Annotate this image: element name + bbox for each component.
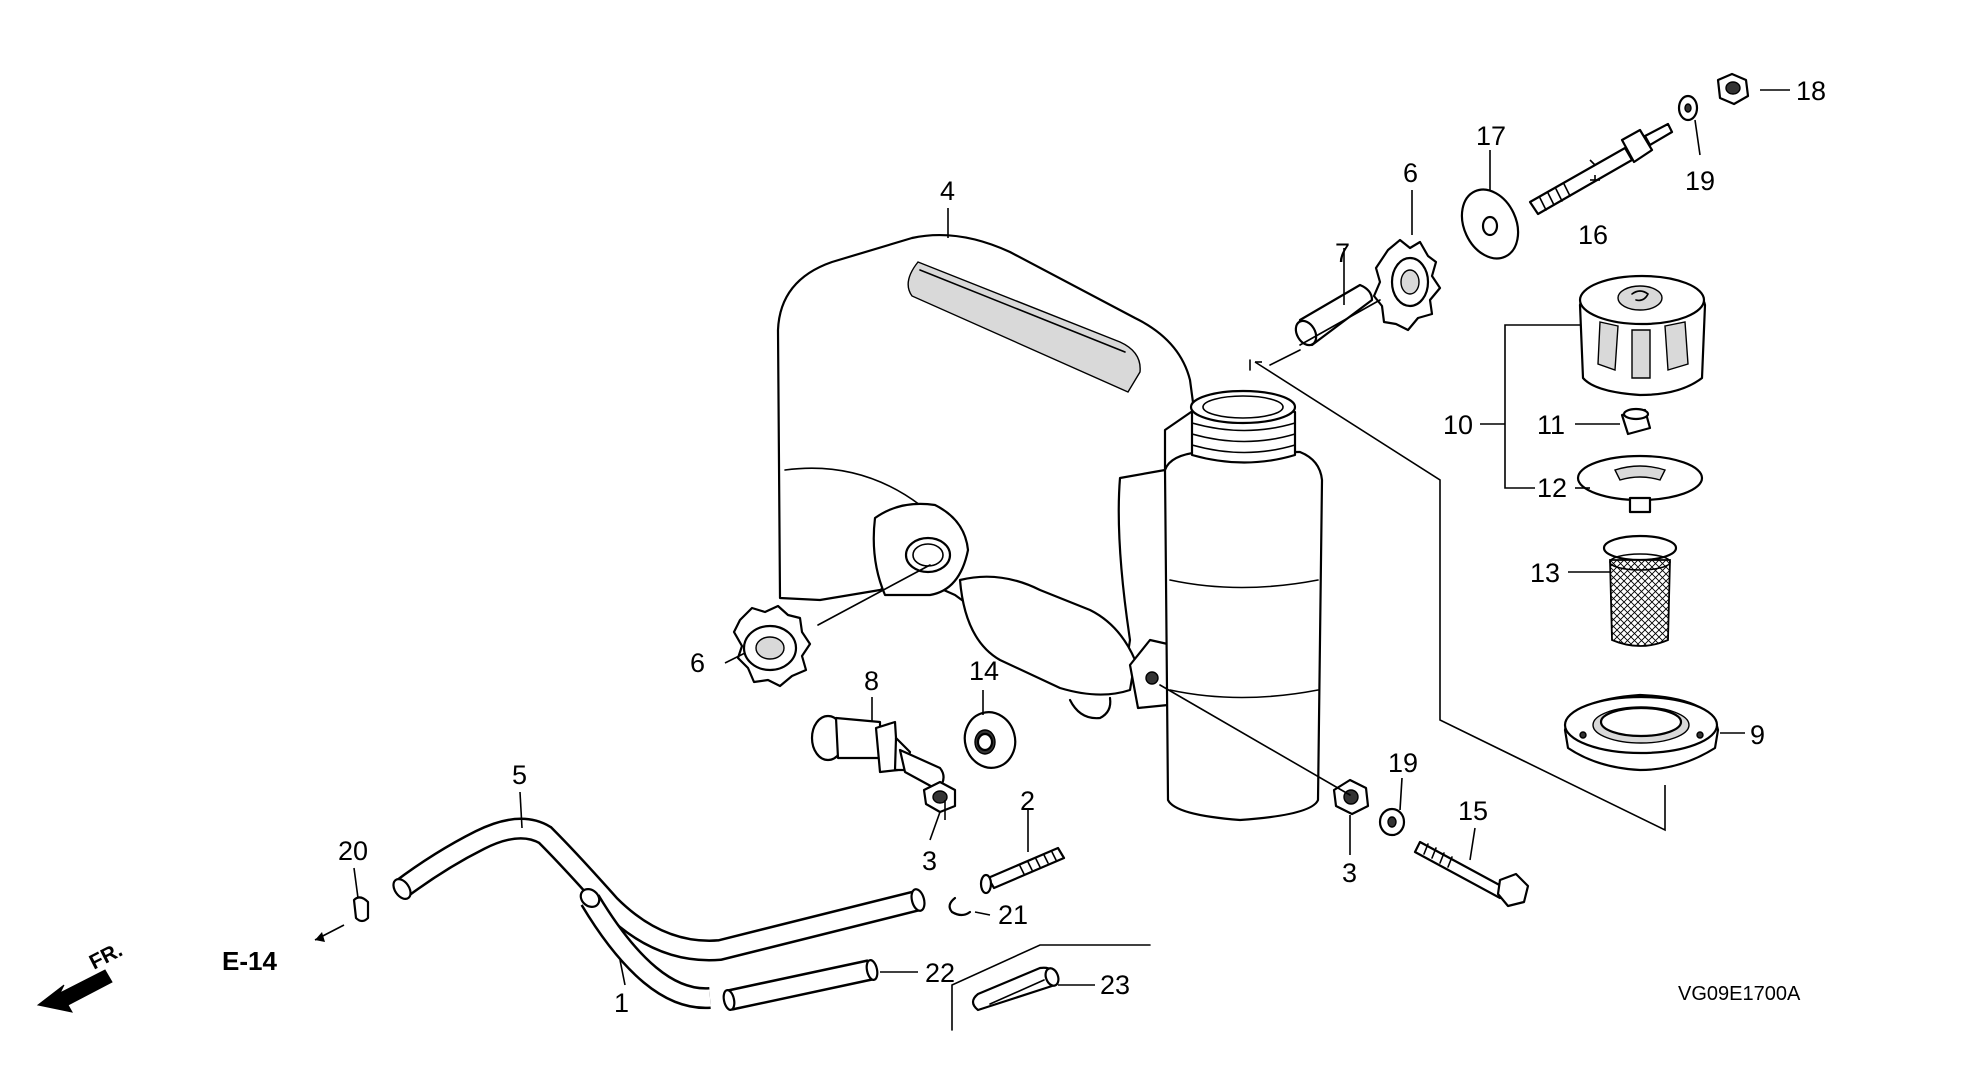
insert-11 (1620, 407, 1652, 436)
diagram-code: VG09E1700A (1678, 983, 1801, 1005)
callout-21: 21 (998, 900, 1028, 930)
callout-2: 2 (1020, 786, 1035, 816)
oil-tank-body (776, 233, 1196, 720)
callout-11: 11 (1537, 410, 1565, 440)
strainer-13 (1602, 534, 1678, 647)
callout-3-right: 3 (1342, 858, 1357, 888)
callout-7: 7 (1335, 238, 1350, 268)
joint-8 (810, 714, 945, 792)
flange-bolt-15 (1413, 840, 1530, 908)
grommet-6-lower (732, 604, 812, 688)
callout-22: 22 (925, 958, 955, 988)
callout-19-upper: 19 (1685, 166, 1715, 196)
clip-20 (352, 896, 370, 923)
front-direction-arrow: FR. (36, 938, 127, 1013)
callout-19-lower: 19 (1388, 748, 1418, 778)
callout-labels: 1 2 3 3 4 5 6 6 7 8 9 10 11 12 13 14 15 … (338, 76, 1826, 1018)
sleeve-23 (951, 944, 1151, 1031)
nut-3-left (922, 780, 957, 814)
reference-label: E-14 (222, 946, 277, 976)
oil-tank-reservoir (1163, 389, 1324, 822)
callout-14: 14 (969, 656, 999, 686)
callout-15: 15 (1458, 796, 1488, 826)
callout-17: 17 (1476, 121, 1506, 151)
callout-3-left: 3 (922, 846, 937, 876)
callout-12: 12 (1537, 473, 1567, 503)
washer-19-lower (1378, 807, 1406, 837)
front-direction-label: FR. (86, 938, 127, 974)
bolt-2 (979, 846, 1066, 895)
hose-1 (579, 888, 711, 1010)
hose-22 (722, 959, 879, 1011)
callout-9: 9 (1750, 720, 1765, 750)
callout-leaders (314, 89, 1790, 986)
nut-3-right (1332, 778, 1370, 816)
callout-6-upper: 6 (1403, 158, 1418, 188)
callout-8: 8 (864, 666, 879, 696)
oil-cap-10 (1578, 274, 1707, 397)
collar-7 (1294, 283, 1374, 347)
washer-19-upper (1677, 94, 1699, 122)
callout-20: 20 (338, 836, 368, 866)
oil-hose-5 (392, 817, 926, 962)
callout-16: 16 (1578, 220, 1608, 250)
flange-ring-9 (1563, 693, 1720, 772)
callout-1: 1 (614, 988, 629, 1018)
assembly-lines (817, 299, 1666, 832)
callout-23: 23 (1100, 970, 1130, 1000)
callout-10: 10 (1443, 410, 1473, 440)
callout-13: 13 (1530, 558, 1560, 588)
plate-12 (1576, 454, 1704, 514)
grommet-6-upper (1372, 238, 1442, 332)
grommet-14 (963, 711, 1017, 769)
callout-6-lower: 6 (690, 648, 705, 678)
callout-18: 18 (1796, 76, 1826, 106)
clip-21 (948, 896, 972, 917)
washer-17 (1460, 188, 1520, 260)
stud-bolt-16 (1528, 122, 1674, 216)
callout-5: 5 (512, 760, 527, 790)
nut-18 (1716, 72, 1750, 106)
callout-4: 4 (940, 176, 955, 206)
